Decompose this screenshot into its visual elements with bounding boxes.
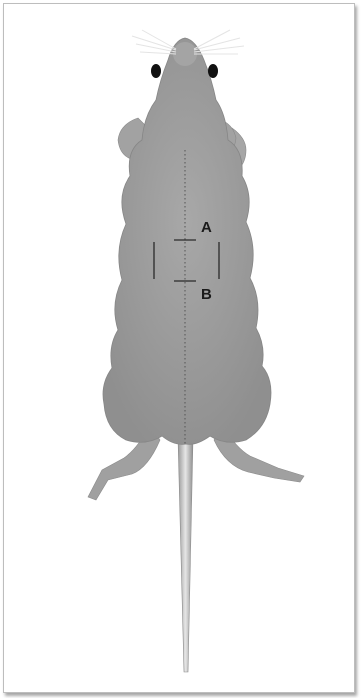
label-b: B <box>201 286 212 303</box>
tail <box>178 438 193 672</box>
snout <box>173 42 197 66</box>
mouse-body <box>103 38 271 444</box>
left-eye <box>151 64 161 78</box>
right-eye <box>208 64 218 78</box>
label-a: A <box>201 219 212 236</box>
